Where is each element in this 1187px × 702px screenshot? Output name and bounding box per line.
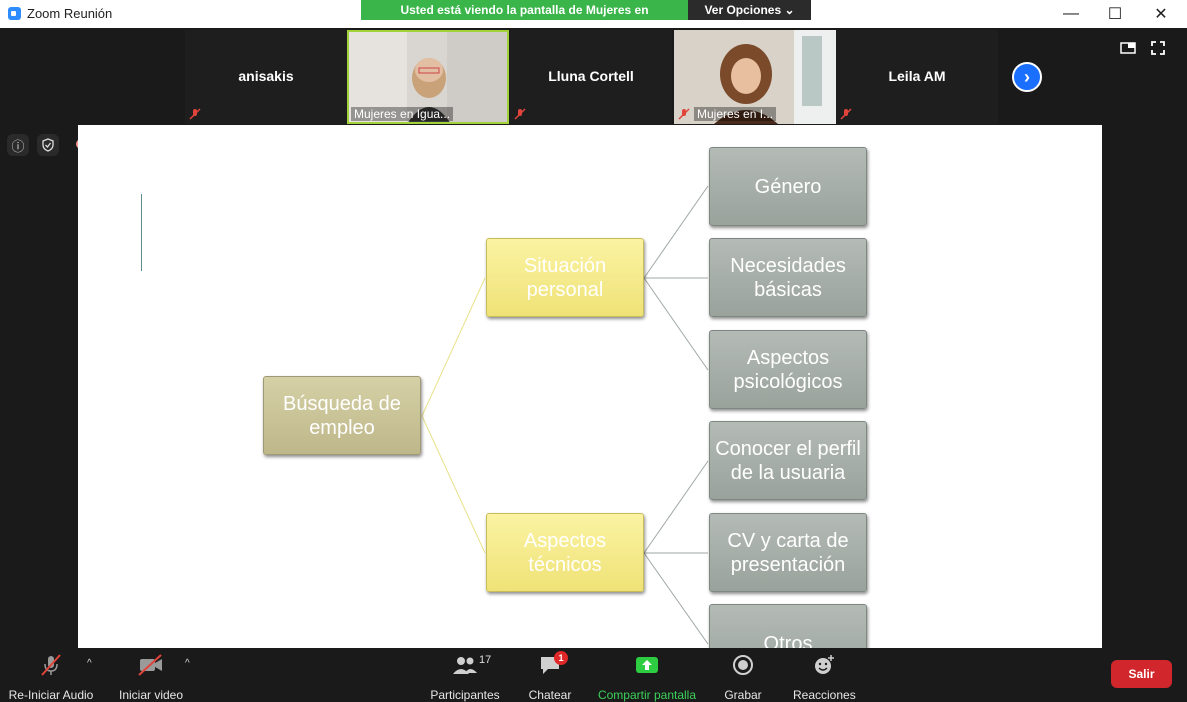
participants-button[interactable]: 17 Participantes bbox=[430, 654, 500, 702]
smiley-icon bbox=[815, 655, 834, 674]
diagram-connectors bbox=[421, 185, 709, 645]
next-participants-arrow-icon[interactable]: › bbox=[1012, 62, 1042, 92]
muted-mic-icon bbox=[41, 654, 61, 676]
participant-count: 17 bbox=[479, 654, 492, 666]
muted-mic-icon bbox=[189, 108, 201, 120]
participant-name: Mujeres en Igua... bbox=[351, 107, 454, 121]
record-button[interactable]: Grabar bbox=[722, 654, 764, 702]
meeting-info-icons: ⓘ bbox=[7, 134, 59, 156]
share-status-text: Usted está viendo la pantalla de Mujeres… bbox=[361, 0, 688, 37]
view-controls bbox=[1120, 40, 1166, 56]
reactions-label: Reacciones bbox=[793, 688, 856, 702]
diagram-leaf-node: Otros bbox=[709, 604, 867, 648]
window-title: Zoom Reunión bbox=[27, 6, 113, 21]
diagram-root-node: Búsqueda de empleo bbox=[263, 376, 421, 455]
screen-share-banner: Usted está viendo la pantalla de Mujeres… bbox=[361, 0, 811, 37]
audio-options-caret-icon[interactable]: ^ bbox=[87, 658, 92, 669]
diagram-mid-node: Aspectos técnicos bbox=[486, 513, 644, 592]
share-screen-label: Compartir pantalla bbox=[597, 688, 697, 702]
participant-video-frame bbox=[674, 30, 836, 124]
unmute-audio-button[interactable]: Re-Iniciar Audio bbox=[8, 654, 94, 702]
participant-name: anisakis bbox=[238, 68, 294, 84]
record-icon bbox=[733, 655, 753, 675]
diagram-leaf-node: CV y carta de presentación bbox=[709, 513, 867, 592]
diagram-leaf-node: Necesidades básicas bbox=[709, 238, 867, 317]
shield-icon[interactable] bbox=[37, 134, 59, 156]
chat-label: Chatear bbox=[528, 688, 572, 702]
fullscreen-icon[interactable] bbox=[1150, 40, 1166, 56]
participant-tile[interactable]: anisakis bbox=[185, 30, 347, 124]
reactions-button[interactable]: Reacciones bbox=[793, 654, 856, 702]
share-screen-icon bbox=[636, 657, 658, 673]
share-screen-button[interactable]: Compartir pantalla bbox=[597, 654, 697, 702]
close-button[interactable]: ✕ bbox=[1154, 6, 1168, 23]
video-options-caret-icon[interactable]: ^ bbox=[185, 658, 190, 669]
slide-accent-line bbox=[141, 194, 142, 271]
audio-label: Re-Iniciar Audio bbox=[8, 688, 94, 702]
video-off-icon bbox=[138, 654, 162, 676]
diagram-leaf-node: Aspectos psicológicos bbox=[709, 330, 867, 409]
chat-badge: 1 bbox=[554, 651, 568, 665]
view-options-button[interactable]: Ver Opciones ⌄ bbox=[688, 0, 811, 20]
muted-mic-icon bbox=[678, 108, 690, 120]
shared-screen-slide: Búsqueda de empleo Situación personal As… bbox=[78, 125, 1102, 648]
participant-tile[interactable]: Lluna Cortell bbox=[510, 30, 672, 124]
video-label: Iniciar video bbox=[118, 688, 184, 702]
leave-meeting-button[interactable]: Salir bbox=[1111, 660, 1172, 688]
chat-button[interactable]: 1 Chatear bbox=[527, 651, 573, 702]
participant-video-tile[interactable]: Mujeres en Igua... bbox=[347, 30, 509, 124]
info-icon[interactable]: ⓘ bbox=[7, 134, 29, 156]
participant-name: Mujeres en I... bbox=[694, 107, 777, 121]
record-label: Grabar bbox=[724, 688, 762, 702]
participant-name: Leila AM bbox=[888, 68, 946, 84]
diagram-leaf-node: Género bbox=[709, 147, 867, 226]
diagram-leaf-node: Conocer el perfil de la usuaria bbox=[709, 421, 867, 500]
participants-label: Participantes bbox=[430, 688, 500, 702]
zoom-app-icon bbox=[8, 7, 21, 20]
minimize-button[interactable]: — bbox=[1063, 5, 1079, 22]
maximize-button[interactable]: ☐ bbox=[1107, 6, 1123, 23]
view-layout-icon[interactable] bbox=[1120, 40, 1136, 56]
participant-name: Lluna Cortell bbox=[548, 68, 634, 84]
diagram-mid-node: Situación personal bbox=[486, 238, 644, 317]
participants-icon bbox=[453, 657, 477, 674]
muted-mic-icon bbox=[514, 108, 526, 120]
muted-mic-icon bbox=[840, 108, 852, 120]
meeting-toolbar: Re-Iniciar Audio ^ Iniciar video ^ 17 Pa… bbox=[0, 648, 1187, 702]
participant-video-frame bbox=[347, 30, 509, 124]
participant-tile[interactable]: Leila AM bbox=[836, 30, 998, 124]
participant-video-tile[interactable]: Mujeres en I... bbox=[674, 30, 836, 124]
start-video-button[interactable]: Iniciar video bbox=[118, 654, 184, 702]
